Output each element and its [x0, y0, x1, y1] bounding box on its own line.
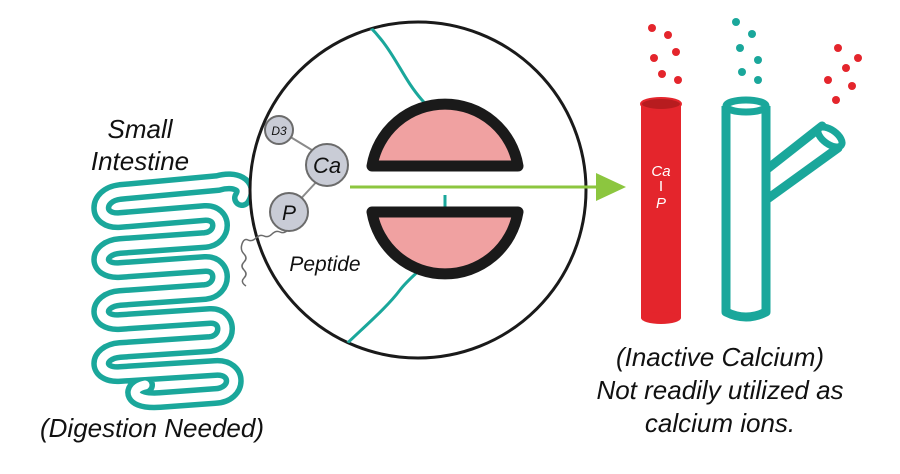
- arrow-right-icon: [350, 173, 626, 201]
- small-intestine-label-line1: Small: [107, 114, 173, 144]
- ca-label: Ca: [313, 153, 341, 178]
- magnified-membrane-icon: [248, 20, 588, 360]
- digestion-needed-label: (Digestion Needed): [40, 413, 264, 443]
- d3-label: D3: [271, 124, 287, 138]
- peptide-label: Peptide: [289, 253, 360, 276]
- vessel-ca-label: Ca: [651, 163, 670, 180]
- not-readily-label-line2: calcium ions.: [645, 408, 795, 438]
- inactive-calcium-label: (Inactive Calcium): [616, 342, 824, 372]
- calcium-complex-molecule: [240, 115, 349, 287]
- calcium-ion-dots-teal: [732, 18, 762, 84]
- membrane-channel-icon: [366, 98, 524, 280]
- p-molecule-icon: [269, 192, 309, 232]
- intestine-icon: [91, 171, 255, 411]
- calcium-ion-dots-red-right: [824, 44, 862, 104]
- blood-vessel-icon: [640, 97, 682, 324]
- branching-vessel-icon: [721, 96, 846, 322]
- vessel-p-label: P: [656, 195, 666, 212]
- calcium-ion-dots-red-left: [648, 24, 682, 84]
- d3-molecule-icon: [264, 115, 294, 145]
- ca-molecule-icon: [305, 143, 349, 187]
- not-readily-label-line1: Not readily utilized as: [596, 375, 843, 405]
- p-label: P: [282, 202, 296, 225]
- small-intestine-label-line2: Intestine: [91, 146, 189, 176]
